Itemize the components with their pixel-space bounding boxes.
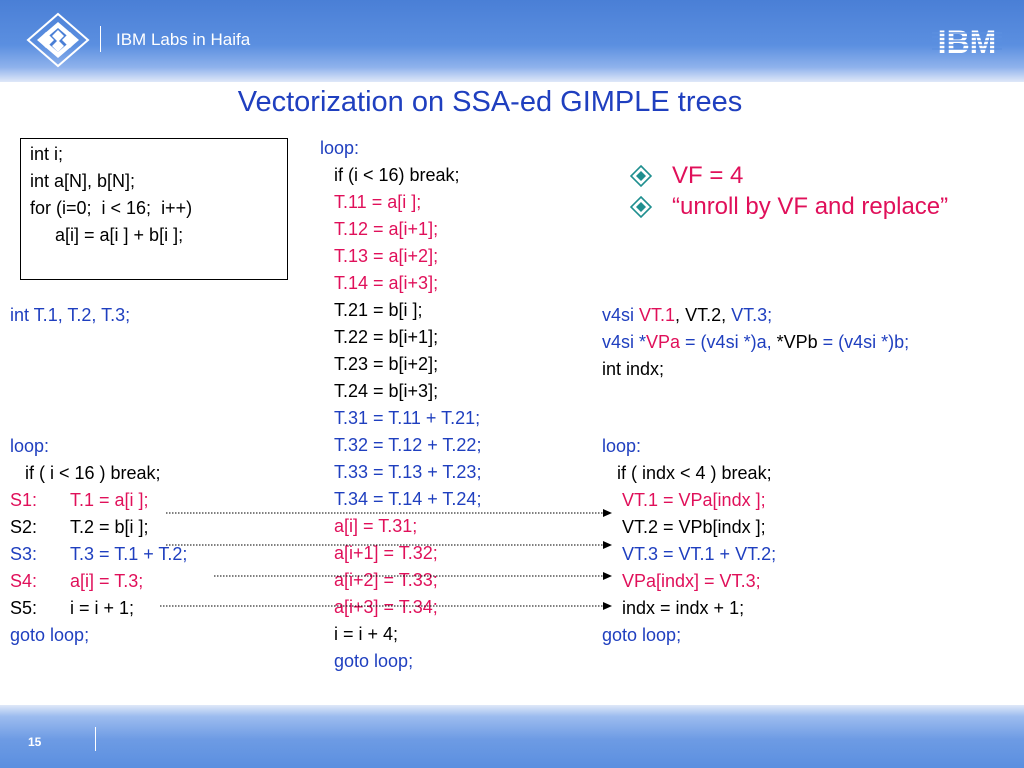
goto-line: goto loop; [602, 625, 682, 645]
left-loop: loop: if ( i < 16 ) break; S1:T.1 = a[i ]… [10, 433, 187, 649]
load-b: T.21 = b[i ]; [334, 300, 423, 320]
bullet-text: “unroll by VF and replace” [672, 192, 949, 220]
vector-load-a: VT.1 = VPa[indx ]; [622, 490, 766, 510]
load-a: T.13 = a[i+2]; [334, 246, 439, 266]
statement-s1: S1:T.1 = a[i ]; [10, 490, 149, 510]
index-increment: indx = indx + 1; [622, 598, 745, 618]
bullet-item: “unroll by VF and replace” [630, 191, 948, 222]
add-line: T.33 = T.13 + T.23; [334, 462, 482, 482]
labs-logo-icon [26, 12, 90, 68]
decl-line: v4si VT.1, VT.2, VT.3; [602, 305, 773, 325]
vector-load-b: VT.2 = VPb[indx ]; [622, 517, 766, 537]
slide-title: Vectorization on SSA-ed GIMPLE trees [237, 86, 743, 118]
load-b: T.23 = b[i+2]; [334, 354, 439, 374]
bullet-text: VF = 4 [672, 161, 744, 189]
source-line: for (i=0; i < 16; i++) [30, 198, 193, 218]
decl-line: v4si *VPa = (v4si *)a, *VPb = (v4si *)b; [602, 332, 910, 352]
add-line: T.31 = T.11 + T.21; [334, 408, 481, 428]
right-loop: loop: if ( indx < 4 ) break; VT.1 = VPa[i… [602, 433, 776, 649]
bullet-list: VF = 4 “unroll by VF and replace” [630, 160, 948, 222]
load-a: T.12 = a[i+1]; [334, 219, 439, 239]
goto-line: goto loop; [10, 625, 90, 645]
vector-add: VT.3 = VT.1 + VT.2; [622, 544, 777, 564]
header-title: IBM Labs in Haifa [116, 30, 251, 49]
header-bar: IBM Labs in Haifa IBM [0, 0, 1024, 82]
add-line: T.34 = T.14 + T.24; [334, 489, 482, 509]
loop-label: loop: [10, 436, 50, 456]
statement-s3: S3:T.3 = T.1 + T.2; [10, 544, 188, 564]
diamond-bullet-icon [630, 195, 652, 218]
break-line: if ( i < 16 ) break; [10, 463, 161, 483]
statement-s4: S4:a[i] = T.3; [10, 571, 144, 591]
loop-label: loop: [602, 436, 642, 456]
store-line: a[i+2] = T.33; [334, 570, 438, 590]
load-a: T.14 = a[i+3]; [334, 273, 439, 293]
decl-line: int indx; [602, 359, 665, 379]
left-decl: int T.1, T.2, T.3; [10, 302, 130, 329]
store-line: a[i] = T.31; [334, 516, 418, 536]
source-code-box [20, 138, 288, 280]
middle-code: if (i < 16) break; T.11 = a[i ]; T.12 = a[… [334, 162, 481, 675]
break-line: if (i < 16) break; [334, 165, 460, 185]
load-b: T.24 = b[i+3]; [334, 381, 439, 401]
statement-s5: S5:i = i + 1; [10, 598, 135, 618]
source-line: int i; [30, 144, 64, 164]
footer-divider [95, 727, 96, 751]
right-decls: v4si VT.1, VT.2, VT.3; v4si *VPa = (v4si … [602, 302, 909, 383]
footer-bar: 15 [0, 705, 1024, 768]
diamond-bullet-icon [630, 164, 652, 187]
ibm-logo-icon: IBM [932, 26, 1002, 56]
page-number: 15 [28, 735, 42, 749]
load-a: T.11 = a[i ]; [334, 192, 422, 212]
load-b: T.22 = b[i+1]; [334, 327, 439, 347]
store-line: a[i+1] = T.32; [334, 543, 438, 563]
middle-loop-label: loop: [320, 138, 360, 158]
store-line: a[i+3] = T.34; [334, 597, 438, 617]
increment-line: i = i + 4; [334, 624, 399, 644]
break-line: if ( indx < 4 ) break; [602, 463, 772, 483]
statement-s2: S2:T.2 = b[i ]; [10, 517, 149, 537]
goto-line: goto loop; [334, 651, 414, 671]
add-line: T.32 = T.12 + T.22; [334, 435, 482, 455]
header-divider [100, 26, 101, 52]
source-code: int i; int a[N], b[N]; for (i=0; i < 16; i… [30, 141, 192, 249]
source-line: a[i] = a[i ] + b[i ]; [30, 225, 184, 245]
left-decl-text: int T.1, T.2, T.3; [10, 305, 131, 325]
vector-store: VPa[indx] = VT.3; [622, 571, 761, 591]
bullet-item: VF = 4 [630, 160, 948, 191]
source-line: int a[N], b[N]; [30, 171, 136, 191]
